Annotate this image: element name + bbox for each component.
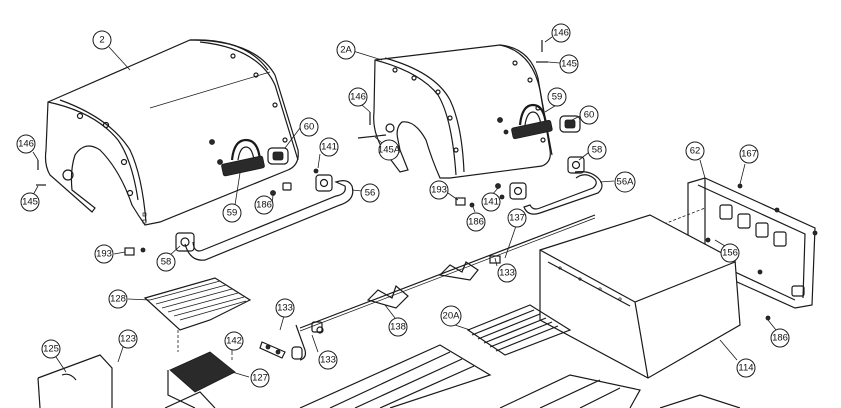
handle-59-right (511, 103, 553, 140)
svg-text:59: 59 (227, 208, 238, 219)
bolt-193-left (124, 247, 135, 256)
svg-text:146: 146 (350, 92, 366, 103)
cooking-grid-lower (299, 344, 741, 408)
handle-59-left (221, 138, 265, 177)
handle-bar-56a (509, 156, 603, 215)
callout-60-right: 60 (579, 105, 599, 125)
svg-text:2: 2 (99, 35, 104, 46)
callout-58-left: 58 (156, 252, 176, 272)
washer-left (140, 247, 146, 253)
svg-text:133: 133 (499, 268, 515, 279)
firebox-114 (539, 214, 741, 379)
callout-123: 123 (118, 329, 138, 349)
svg-text:141: 141 (321, 142, 337, 153)
svg-text:2A: 2A (340, 45, 352, 56)
leader-lines (32, 36, 777, 378)
hood-2 (44, 39, 299, 226)
svg-text:141: 141 (483, 197, 499, 208)
callout-114: 114 (736, 358, 756, 378)
callout-2a: 2A (336, 40, 356, 60)
callout-167: 167 (739, 144, 759, 164)
callout-20a: 20A (440, 305, 462, 327)
callout-128: 128 (108, 289, 128, 309)
svg-text:167: 167 (741, 149, 757, 160)
callout-56a: 56A (614, 171, 636, 193)
callout-59-left: 59 (222, 203, 242, 223)
rod-145a (357, 134, 387, 139)
callout-186-right: 186 (466, 212, 486, 232)
callout-133-lower: 133 (318, 350, 338, 370)
svg-text:58: 58 (161, 257, 172, 268)
svg-text:127: 127 (252, 373, 268, 384)
svg-text:123: 123 (120, 334, 136, 345)
callout-56: 56 (360, 183, 380, 203)
callout-156: 156 (720, 243, 740, 263)
callout-146-left: 146 (16, 134, 36, 154)
svg-text:114: 114 (738, 363, 753, 374)
cooking-grid-20a (466, 304, 572, 356)
bracket-125 (37, 354, 113, 408)
warming-rack-128 (143, 277, 252, 331)
callout-2: 2 (92, 30, 112, 50)
callout-141-right: 141 (481, 192, 501, 212)
svg-text:133: 133 (320, 355, 336, 366)
callout-58-right: 58 (587, 140, 607, 160)
callout-142: 142 (224, 331, 244, 351)
callout-193-left: 193 (94, 244, 114, 264)
svg-text:186: 186 (772, 333, 788, 344)
svg-text:60: 60 (584, 110, 595, 121)
svg-text:138: 138 (390, 322, 406, 333)
svg-text:193: 193 (96, 249, 112, 260)
callout-145-left: 145 (20, 192, 40, 212)
callout-146-right: 146 (551, 23, 571, 43)
svg-text:128: 128 (110, 294, 126, 305)
bezel-60-right (559, 115, 581, 133)
callout-133-spit: 133 (497, 263, 517, 283)
bezel-60-left (267, 147, 289, 165)
callout-59-right: 59 (547, 87, 567, 107)
svg-text:146: 146 (18, 139, 34, 150)
svg-text:145: 145 (22, 197, 38, 208)
callout-186-panel: 186 (770, 328, 790, 348)
callout-60-left: 60 (299, 117, 319, 137)
callout-141-left: 141 (319, 137, 339, 157)
svg-text:62: 62 (690, 146, 701, 157)
svg-text:125: 125 (43, 344, 59, 355)
svg-text:56A: 56A (617, 177, 635, 188)
svg-text:145A: 145A (378, 145, 401, 156)
svg-text:156: 156 (722, 248, 738, 259)
svg-text:60: 60 (304, 122, 315, 133)
svg-text:137: 137 (509, 213, 525, 224)
rotisserie-spit (259, 214, 596, 361)
svg-text:133: 133 (277, 303, 293, 314)
callout-137: 137 (507, 208, 527, 228)
svg-text:186: 186 (256, 200, 272, 211)
callout-146-mid: 146 (348, 87, 368, 107)
svg-text:146: 146 (553, 28, 569, 39)
callout-186-left: 186 (254, 195, 274, 215)
callout-125: 125 (41, 339, 61, 359)
svg-text:59: 59 (552, 92, 563, 103)
callout-133-upper: 133 (275, 298, 295, 318)
callout-127: 127 (250, 368, 270, 388)
callout-145-right: 145 (559, 54, 579, 74)
callout-193-right: 193 (429, 180, 449, 200)
callout-138: 138 (388, 317, 408, 337)
svg-text:186: 186 (468, 217, 484, 228)
svg-text:56: 56 (365, 188, 376, 199)
svg-text:58: 58 (592, 145, 603, 156)
handle-bar-56 (175, 180, 354, 261)
smoker-box-127 (167, 351, 236, 408)
hardware-right (455, 183, 505, 208)
svg-text:142: 142 (226, 336, 242, 347)
svg-text:20A: 20A (443, 311, 461, 322)
svg-text:193: 193 (431, 185, 447, 196)
callout-62: 62 (685, 141, 705, 161)
lower-tray (164, 391, 216, 408)
svg-text:145: 145 (561, 59, 577, 70)
hood-2a (373, 44, 553, 179)
callout-145a: 145A (378, 139, 401, 161)
